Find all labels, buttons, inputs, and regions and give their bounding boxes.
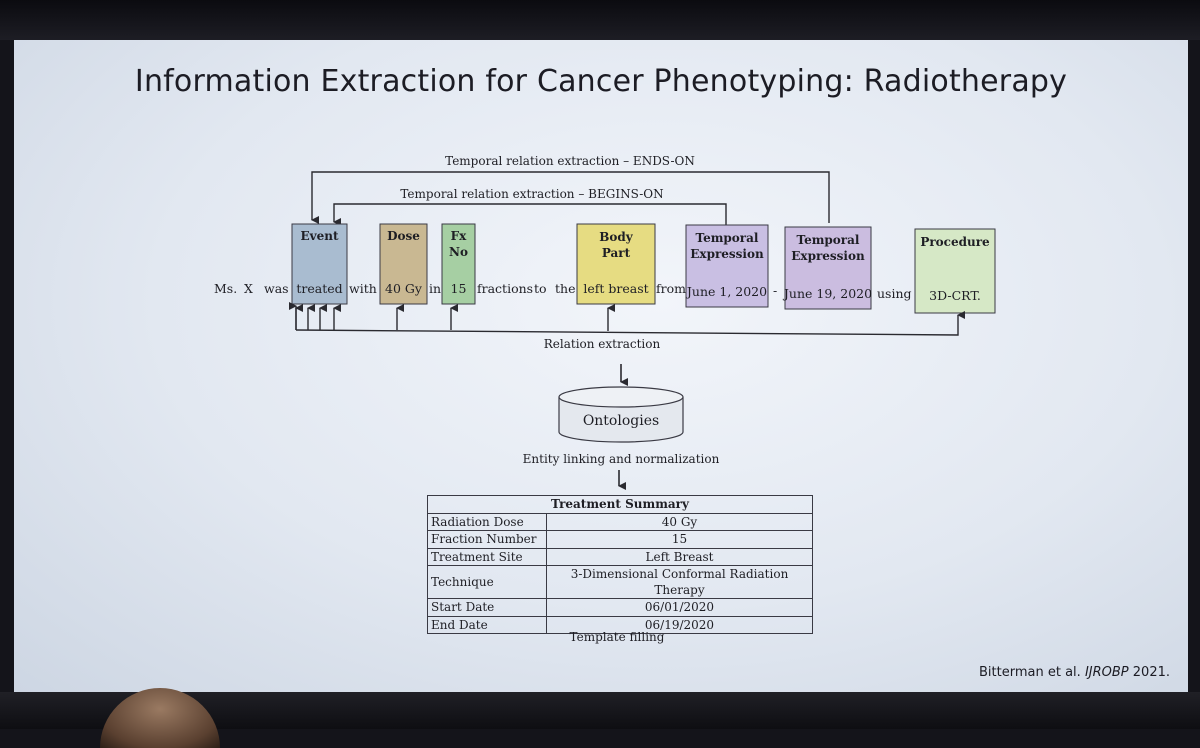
fx-header-line1: Fx <box>451 229 468 243</box>
ontologies-database: Ontologies <box>559 387 683 442</box>
body-part-token: left breast <box>583 281 648 296</box>
summary-value: Left Breast <box>547 548 813 566</box>
summary-key: Fraction Number <box>428 531 547 549</box>
citation-journal: IJROBP <box>1085 665 1129 680</box>
summary-key: Start Date <box>428 599 547 617</box>
word-from: from <box>656 281 686 296</box>
word-was: was <box>264 281 289 296</box>
begins-on-relation: Temporal relation extraction – BEGINS-ON <box>334 187 726 225</box>
summary-value: 40 Gy <box>547 513 813 531</box>
word-with: with <box>349 281 377 296</box>
temporal-end-header-line2: Expression <box>791 249 865 263</box>
summary-key: Radiation Dose <box>428 513 547 531</box>
table-row: Start Date 06/01/2020 <box>428 599 813 617</box>
table-row: Technique 3-Dimensional Conformal Radiat… <box>428 566 813 599</box>
dose-header: Dose <box>387 229 420 243</box>
citation-year: 2021. <box>1133 665 1170 680</box>
relation-extraction-links: Relation extraction <box>296 306 958 351</box>
entity-procedure: Procedure 3D-CRT. <box>915 229 995 313</box>
begins-on-label: Temporal relation extraction – BEGINS-ON <box>400 187 663 201</box>
temporal-start-header-line2: Expression <box>690 247 764 261</box>
body-part-header-line2: Part <box>602 246 631 260</box>
entity-fraction-number: Fx No 15 <box>442 224 475 304</box>
table-row: Radiation Dose 40 Gy <box>428 513 813 531</box>
table-row: Treatment Site Left Breast <box>428 548 813 566</box>
summary-key: Treatment Site <box>428 548 547 566</box>
presentation-slide: Information Extraction for Cancer Phenot… <box>14 40 1188 692</box>
citation-authors: Bitterman et al. <box>979 665 1081 680</box>
word-ms: Ms. <box>214 281 237 296</box>
procedure-header: Procedure <box>920 235 990 249</box>
word-the: the <box>555 281 575 296</box>
room-background-top <box>0 0 1200 40</box>
event-token: treated <box>296 281 342 296</box>
summary-title: Treatment Summary <box>428 496 813 514</box>
summary-value: 3-Dimensional Conformal Radiation Therap… <box>547 566 813 599</box>
entity-body-part: Body Part left breast <box>577 224 655 304</box>
word-to: to <box>534 281 547 296</box>
entity-dose: Dose 40 Gy <box>380 224 427 304</box>
procedure-token: 3D-CRT. <box>929 288 981 303</box>
summary-key: Technique <box>428 566 547 599</box>
summary-value: 15 <box>547 531 813 549</box>
ontologies-label: Ontologies <box>583 413 659 429</box>
table-row: Fraction Number 15 <box>428 531 813 549</box>
citation: Bitterman et al. IJROBP 2021. <box>979 665 1170 680</box>
fx-header-line2: No <box>449 245 468 259</box>
event-header: Event <box>300 229 338 243</box>
word-x: X <box>244 281 253 296</box>
temporal-end-token: June 19, 2020 <box>782 286 872 301</box>
body-part-header-line1: Body <box>599 230 634 244</box>
temporal-end-header-line1: Temporal <box>797 233 860 247</box>
summary-header-row: Treatment Summary <box>428 496 813 514</box>
entity-event: Event treated <box>292 224 347 304</box>
summary-value: 06/01/2020 <box>547 599 813 617</box>
word-dash: - <box>773 283 777 298</box>
word-in: in <box>429 281 441 296</box>
word-fractions: fractions <box>477 281 533 296</box>
relation-extraction-label: Relation extraction <box>544 337 661 351</box>
temporal-start-token: June 1, 2020 <box>685 284 767 299</box>
template-filling-label: Template filling <box>517 630 717 644</box>
temporal-start-header-line1: Temporal <box>696 231 759 245</box>
entity-temporal-end: Temporal Expression June 19, 2020 <box>782 227 872 309</box>
treatment-summary-table: Treatment Summary Radiation Dose 40 Gy F… <box>427 495 813 634</box>
entity-temporal-start: Temporal Expression June 1, 2020 <box>685 225 768 307</box>
ends-on-label: Temporal relation extraction – ENDS-ON <box>445 154 695 168</box>
fx-token: 15 <box>451 281 467 296</box>
dose-token: 40 Gy <box>385 281 423 296</box>
word-using: using <box>877 286 912 301</box>
entity-linking-label: Entity linking and normalization <box>523 452 720 466</box>
